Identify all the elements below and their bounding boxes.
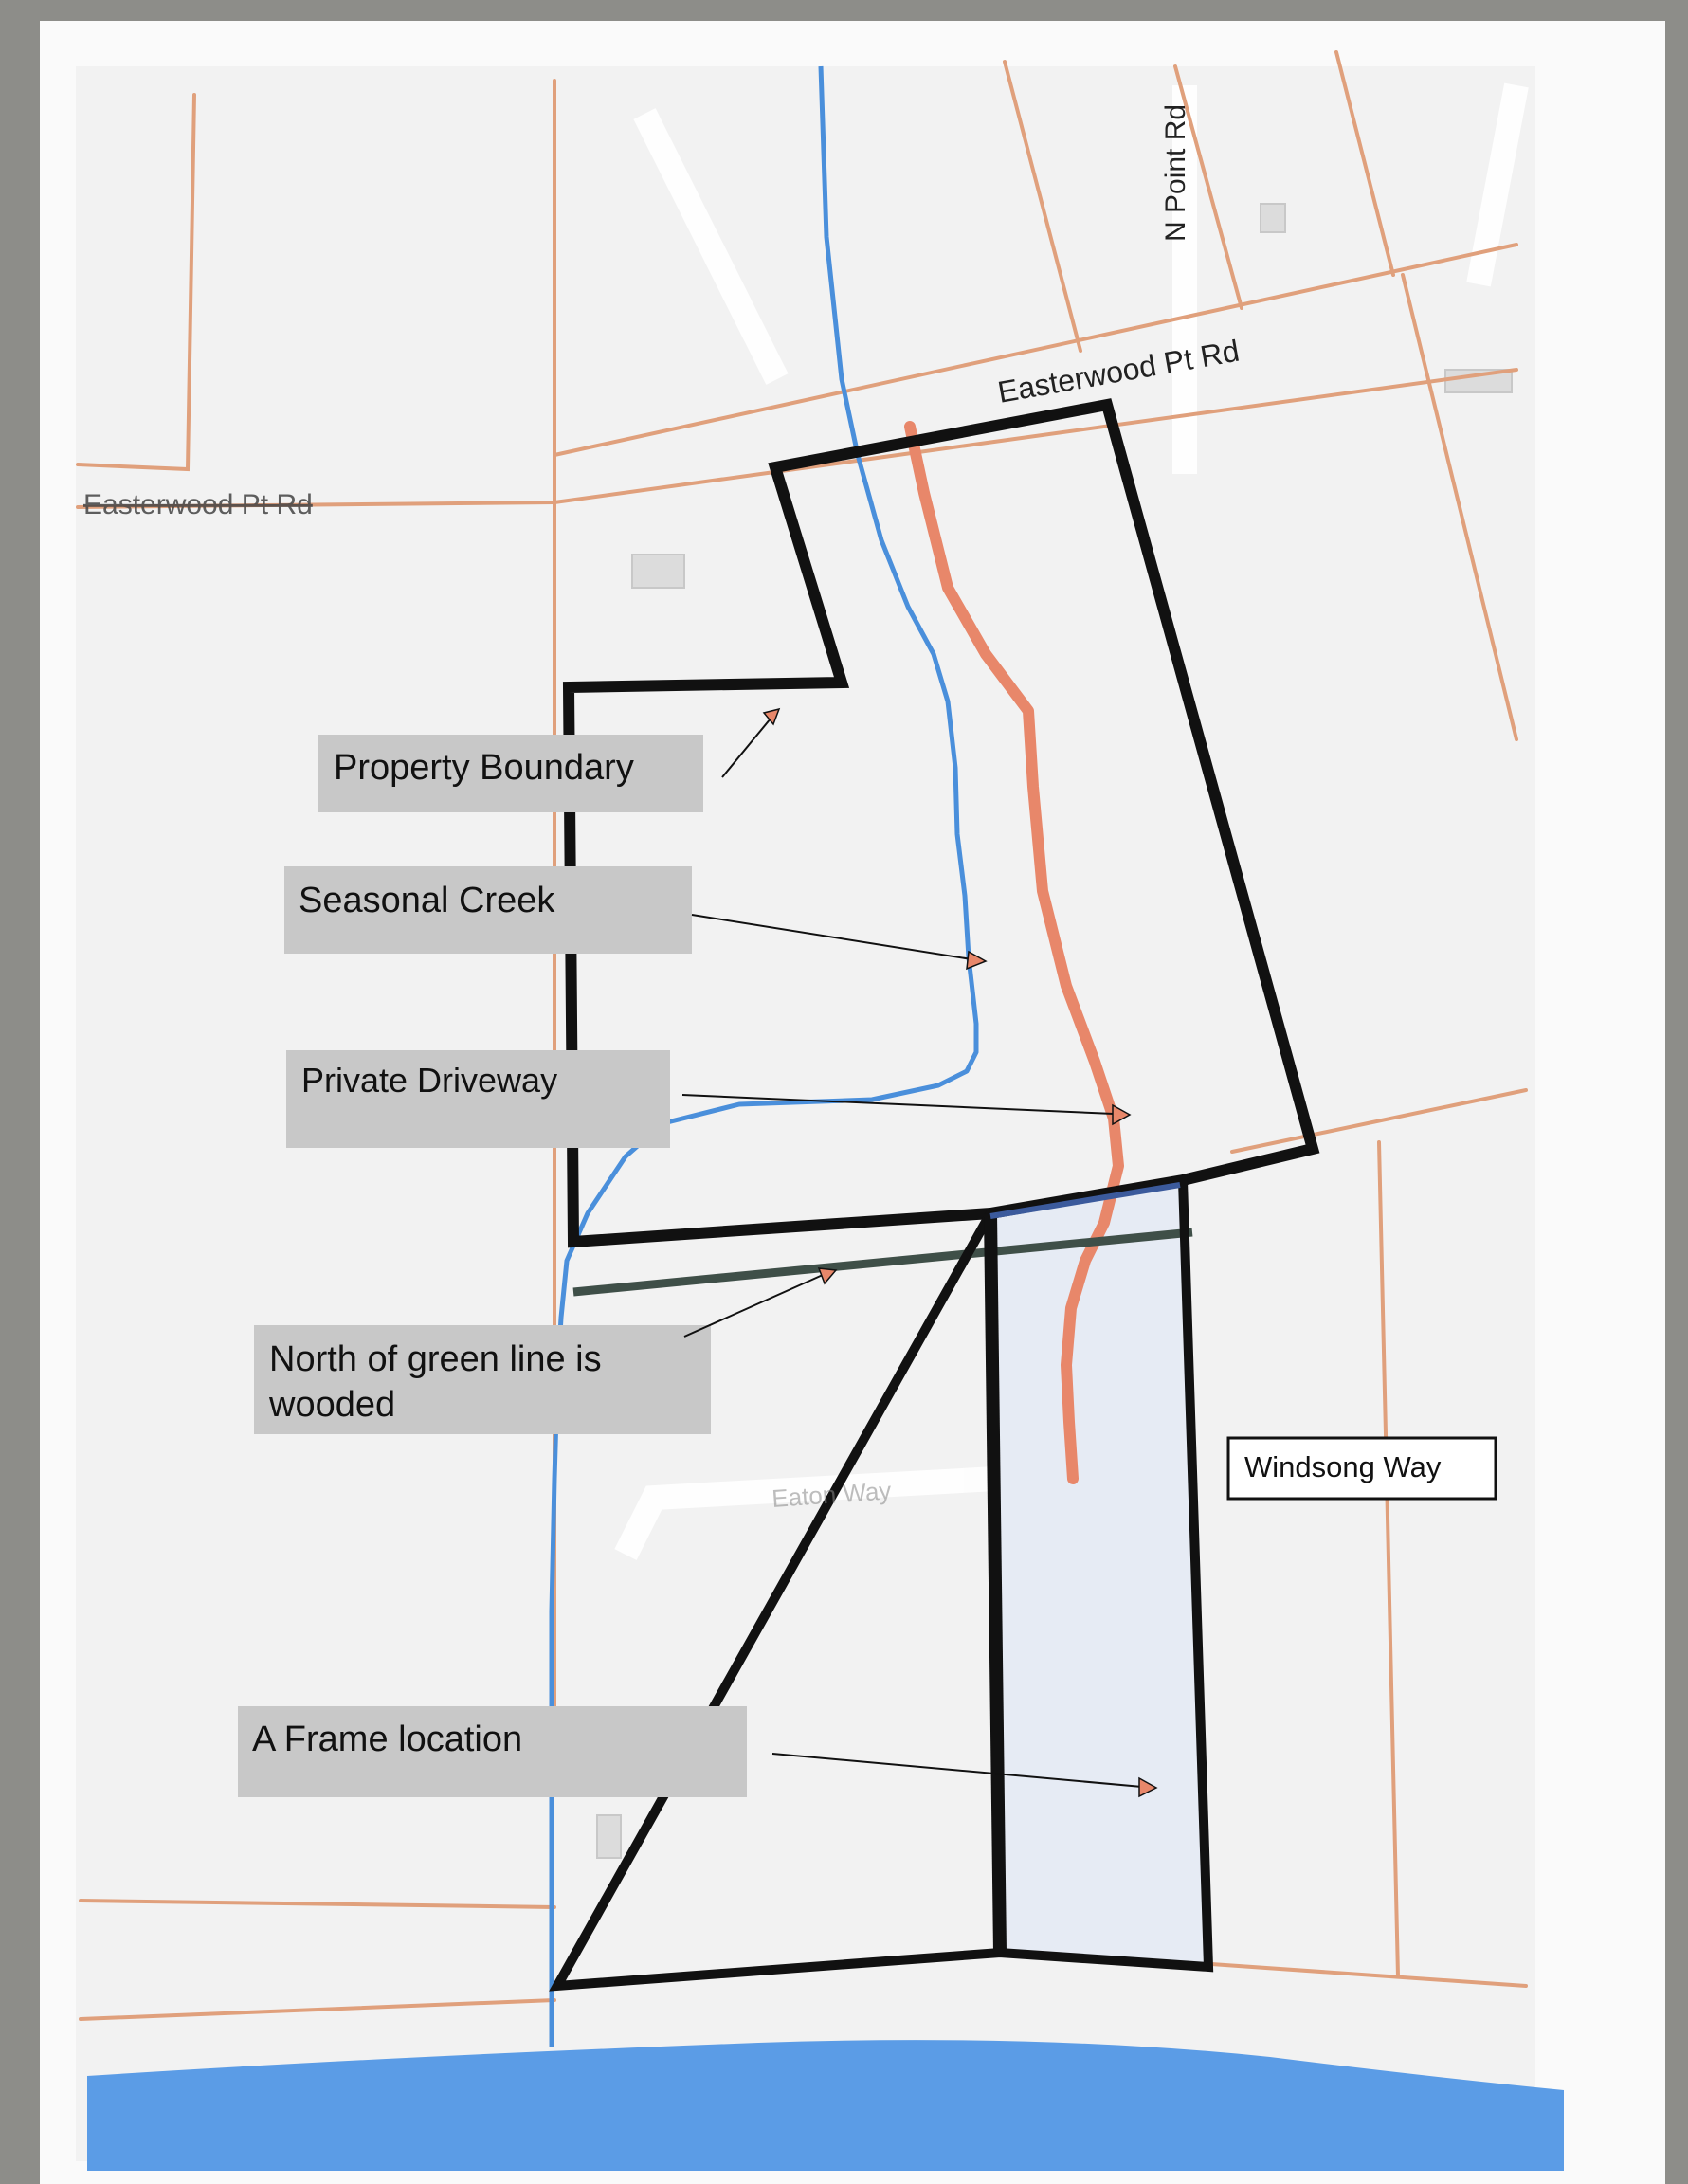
callout-a-frame-label: A Frame location — [252, 1720, 522, 1759]
a-frame-lot-outline — [549, 1174, 1214, 1992]
road-label-easterwood-lower: Easterwood Pt Rd — [83, 489, 313, 520]
arrow-a-frame — [771, 1753, 1143, 1788]
a-frame-lot-west-edge — [984, 1212, 1007, 1954]
arrowhead-private-driveway — [1112, 1103, 1132, 1126]
callout-wooded-line2: wooded — [268, 1385, 395, 1425]
callout-windsong-way: Windsong Way — [1226, 1436, 1497, 1501]
green-wooded-line — [572, 1228, 1193, 1297]
arrow-private-driveway — [681, 1094, 1115, 1115]
callout-wooded-note: North of green line is wooded — [254, 1325, 711, 1434]
water-body — [87, 2040, 1564, 2171]
arrowhead-property-boundary — [762, 707, 781, 726]
arrowhead-a-frame — [1138, 1776, 1158, 1798]
arrowhead-seasonal-creek — [966, 950, 988, 971]
callout-property-boundary-label: Property Boundary — [334, 748, 634, 788]
arrow-seasonal-creek — [691, 914, 972, 960]
lot-top-blue-edge — [989, 1182, 1181, 1219]
callout-private-driveway-label: Private Driveway — [301, 1061, 557, 1100]
callout-seasonal-creek: Seasonal Creek — [284, 866, 692, 954]
arrow-property-boundary — [721, 712, 776, 778]
callout-property-boundary: Property Boundary — [318, 735, 703, 812]
a-frame-lot-highlight — [990, 1180, 1204, 1962]
callout-seasonal-creek-label: Seasonal Creek — [299, 881, 555, 920]
road-label-n-point: N Point Rd — [1160, 104, 1191, 242]
private-driveway-line — [904, 421, 1124, 1484]
arrowhead-wooded-note — [817, 1267, 838, 1285]
arrow-wooded-note — [683, 1274, 824, 1338]
callout-windsong-way-label: Windsong Way — [1244, 1450, 1442, 1483]
callout-wooded-line1: North of green line is — [269, 1339, 602, 1379]
callout-a-frame: A Frame location — [238, 1706, 747, 1797]
callout-private-driveway: Private Driveway — [286, 1050, 670, 1148]
